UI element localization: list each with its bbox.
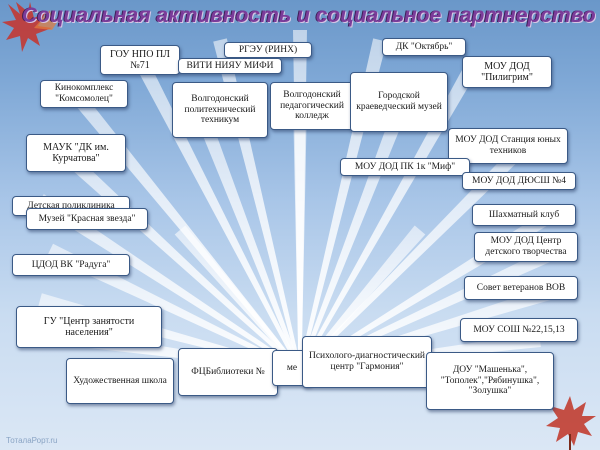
partner-art-school: Художественная школа <box>66 358 174 404</box>
partner-label: ГУ "Центр занятости населения" <box>43 315 135 339</box>
ray-4 <box>298 66 477 371</box>
partner-label: Кинокомплекс "Комсомолец" <box>54 83 114 104</box>
partner-mou-dod-cdt: МОУ ДОД Центр детского творчества <box>474 232 578 262</box>
partner-label: МОУ ДОД "Пилигрим" <box>481 60 533 84</box>
maple-leaf-top-left-icon <box>2 2 60 52</box>
partner-label: Совет ветеранов ВОВ <box>476 282 566 293</box>
ray-11 <box>36 194 301 372</box>
partner-label: МОУ ДОД Центр детского творчества <box>485 236 567 257</box>
partner-rgeu: РГЭУ (РИНХ) <box>224 42 312 58</box>
partner-label: Шахматный клуб <box>488 209 560 220</box>
partner-label: Волгодонский политехнический техникум <box>184 93 256 126</box>
partner-label: Художественная школа <box>73 375 167 386</box>
partner-mauk-dk: МАУК "ДК им. Курчатова" <box>26 134 126 172</box>
slide-title: Социальная активность и социальное партн… <box>22 4 596 27</box>
partner-label: ВИТИ НИЯУ МИФИ <box>186 60 274 71</box>
partner-label: ГОУ НПО ПЛ №71 <box>110 48 170 72</box>
partner-label: Волгодонский педагогический колледж <box>280 89 344 122</box>
partner-schools: МОУ СОШ №22,15,13 <box>460 318 578 342</box>
ray-7 <box>293 100 307 370</box>
maple-leaf-bottom-right-icon <box>546 396 596 450</box>
partner-label: ДК "Октябрь" <box>395 41 453 52</box>
ray-6 <box>193 107 302 371</box>
partner-viti: ВИТИ НИЯУ МИФИ <box>178 58 282 74</box>
partner-psych-center: Психолого-диагностический центр "Гармони… <box>302 336 432 388</box>
partner-label: РГЭУ (РИНХ) <box>238 44 298 55</box>
partner-dk-oktyabr: ДК "Октябрь" <box>382 38 466 56</box>
partner-mou-dod-piligrim: МОУ ДОД "Пилигрим" <box>462 56 552 88</box>
partner-chess: Шахматный клуб <box>472 204 576 226</box>
partner-label: Детская поликлиника <box>27 200 115 211</box>
partner-library: ФЦБиблиотеки № <box>178 348 278 396</box>
partner-employment: ГУ "Центр занятости населения" <box>16 306 162 348</box>
partner-label: МОУ ДОД ДЮСШ №4 <box>472 175 566 186</box>
partner-label: МОУ СОШ №22,15,13 <box>473 324 565 335</box>
partner-dyussh: МОУ ДОД ДЮСШ №4 <box>462 172 576 190</box>
partner-label: ЦДОД ВК "Радуга" <box>31 259 111 270</box>
partner-ped-college: Волгодонский педагогический колледж <box>270 82 354 130</box>
partner-label: Городской краеведческий музей <box>356 91 442 112</box>
partner-label: Психолого-диагностический центр "Гармони… <box>308 351 426 372</box>
partner-gou-npo: ГОУ НПО ПЛ №71 <box>100 45 180 75</box>
partner-dou: ДОУ "Машенька", "Тополек","Рябинушка", "… <box>426 352 554 410</box>
partner-mou-dod-pk: МОУ ДОД ПК 1к "Миф" <box>340 158 470 176</box>
ray-19 <box>298 225 426 371</box>
partner-veterans: Совет ветеранов ВОВ <box>464 276 578 300</box>
partner-label: МОУ ДОД Станция юных техников <box>455 135 561 156</box>
partner-museum-city: Городской краеведческий музей <box>350 72 448 132</box>
partner-label: Музей "Красная звезда" <box>38 213 136 224</box>
partner-label: ФЦБиблиотеки № <box>191 366 265 377</box>
partner-tsdod-raduga: ЦДОД ВК "Радуга" <box>12 254 130 276</box>
ray-20 <box>174 225 302 371</box>
partner-polytech: Волгодонский политехнический техникум <box>172 82 268 138</box>
partner-label: МАУК "ДК им. Курчатова" <box>43 141 109 165</box>
ray-10 <box>298 145 525 372</box>
partner-museum-star: Музей "Красная звезда" <box>26 208 148 230</box>
partner-label: МОУ ДОД ПК 1к "Миф" <box>354 161 456 172</box>
partner-kinokompleks: Кинокомплекс "Комсомолец" <box>40 80 128 108</box>
partner-label: ДОУ "Машенька", "Тополек","Рябинушка", "… <box>440 364 540 397</box>
partner-label: ме <box>286 362 298 373</box>
footer-watermark: ТоталаРорт.ru <box>6 436 58 445</box>
